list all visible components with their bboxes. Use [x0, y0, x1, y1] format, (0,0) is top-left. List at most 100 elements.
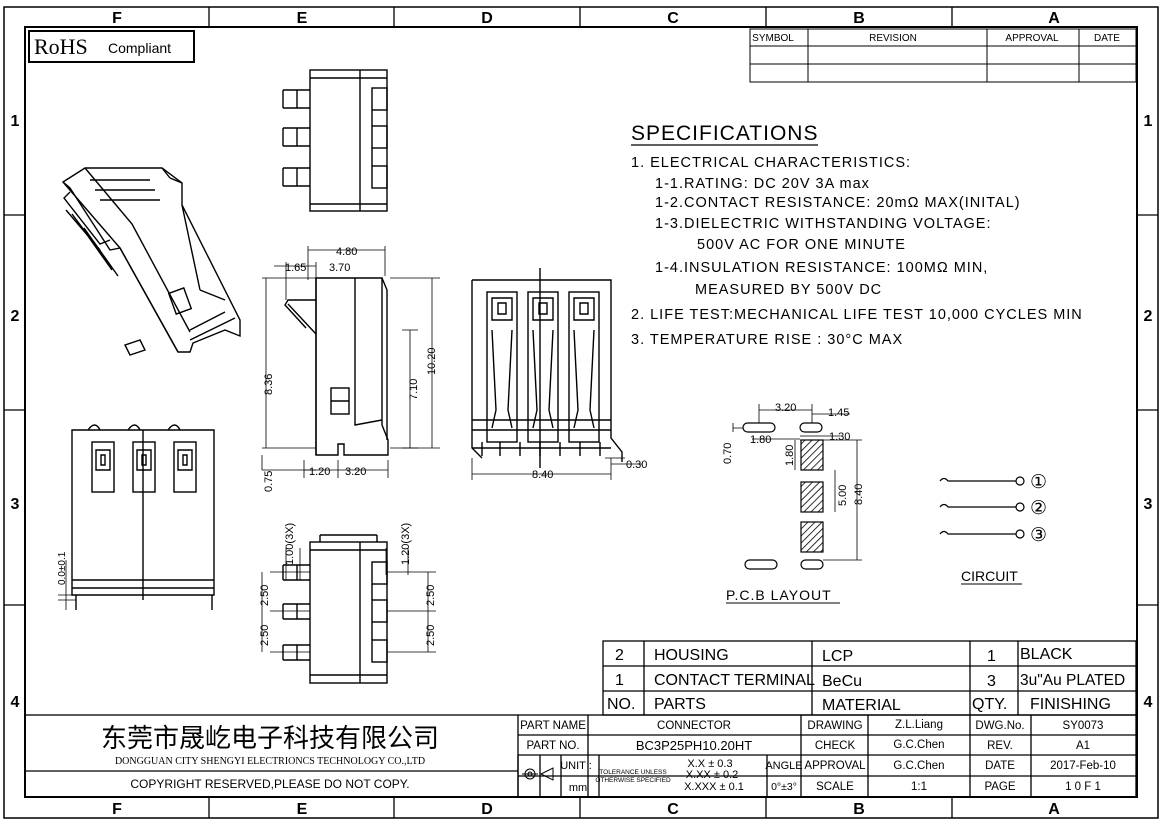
dim-text: 8.40	[853, 484, 865, 505]
pcb-pads	[800, 439, 824, 553]
bottom-view	[282, 534, 388, 684]
dim-text: 1.65	[285, 262, 306, 274]
part-no-label: PART NO.	[526, 740, 579, 752]
dim-text: 1.20	[309, 466, 330, 478]
circuit-diagram	[939, 476, 1025, 539]
dim-text: 0.75	[263, 471, 275, 492]
unit-value: mm	[569, 782, 587, 794]
specifications: SPECIFICATIONS 1. ELECTRICAL CHARACTERIS…	[631, 122, 1082, 348]
company-name-en: DONGGUAN CITY SHENGYI ELECTRIONCS TECHNO…	[115, 756, 425, 767]
dim-text: 1.80	[784, 445, 796, 466]
spec-line: 1-4.INSULATION RESISTANCE: 100MΩ MIN,	[655, 260, 988, 276]
frame-column-labels: F E D C B A F E D C B A	[112, 10, 1060, 818]
company-name-cn: 东莞市晟屹电子科技有限公司	[101, 724, 439, 753]
col-label: F	[112, 801, 122, 818]
bom-header: PARTS	[654, 696, 706, 713]
col-label: E	[297, 10, 308, 27]
pin-label: ③	[1030, 525, 1047, 546]
tolerance-label: TOLERANCE UNLESS	[599, 769, 667, 776]
row-label: 1	[11, 113, 20, 130]
rev-header-symbol: SYMBOL	[752, 33, 794, 44]
bom-material: LCP	[822, 648, 853, 665]
dim-text: 0.70	[722, 443, 734, 464]
bom-part: CONTACT TERMINAL	[654, 672, 815, 689]
dim-text: 10.20	[426, 347, 438, 375]
dim-text: 8.36	[263, 374, 275, 395]
drawing-value: Z.L.Liang	[895, 719, 943, 731]
col-label: E	[297, 801, 308, 818]
rev-label: REV.	[987, 740, 1013, 752]
unit-label: UNIT :	[560, 760, 592, 772]
bom-qty: 1	[987, 648, 996, 665]
row-label: 1	[1144, 113, 1153, 130]
dim-text: 2.50	[259, 625, 271, 646]
dim-text: 0.30	[626, 459, 647, 471]
angle-value: 0°±3°	[771, 781, 797, 793]
col-label: B	[853, 801, 865, 818]
side-view	[284, 277, 389, 456]
front-view-dims	[471, 457, 642, 480]
angle-label: ANGLE	[765, 760, 802, 772]
row-label: 3	[11, 496, 20, 513]
page-label: PAGE	[984, 781, 1015, 793]
spec-line: 1-1.RATING: DC 20V 3A max	[655, 176, 870, 192]
spec-line: 1. ELECTRICAL CHARACTERISTICS:	[631, 155, 911, 171]
spec-line: 3. TEMPERATURE RISE : 30°C MAX	[631, 332, 903, 348]
page-value: 1 0 F 1	[1065, 781, 1101, 793]
rohs-text: RoHS	[34, 34, 88, 59]
bom-finishing: 3u"Au PLATED	[1020, 672, 1125, 689]
pcb-dims	[732, 404, 862, 561]
part-name-label: PART NAME	[520, 720, 586, 732]
scale-value: 1:1	[911, 781, 927, 793]
circuit-label: CIRCUIT	[961, 568, 1018, 584]
row-label: 3	[1144, 496, 1153, 513]
row-label: 4	[1144, 694, 1153, 711]
copyright-notice: COPYRIGHT RESERVED,PLEASE DO NOT COPY.	[130, 777, 409, 791]
side-view-dim-text: 4.80 1.65 3.70 8.36 7.10 10.20 0.75 1.20…	[263, 246, 438, 492]
spec-line: 1-2.CONTACT RESISTANCE: 20mΩ MAX(INITAL)	[655, 195, 1021, 211]
dwgno-label: DWG.No.	[975, 720, 1024, 732]
bom-header: NO.	[607, 696, 635, 713]
bom-finishing: BLACK	[1020, 646, 1073, 663]
dim-text: 1.80	[750, 434, 771, 446]
col-label: F	[112, 10, 122, 27]
dim-text: 1.00(3X)	[284, 523, 296, 565]
bom-header: MATERIAL	[822, 697, 901, 714]
dim-text: 1.45	[828, 407, 849, 419]
col-label: D	[481, 801, 493, 818]
dim-text: 2.50	[259, 585, 271, 606]
dwgno-value: SY0073	[1063, 720, 1104, 732]
part-name-value: CONNECTOR	[657, 720, 731, 732]
frame-row-labels: 1 2 3 4 1 2 3 4	[11, 113, 1153, 711]
specs-title: SPECIFICATIONS	[631, 122, 818, 145]
dim-text: 0.0±0.1	[57, 551, 68, 585]
col-label: C	[667, 801, 679, 818]
bom-header: FINISHING	[1030, 696, 1111, 713]
drawing-label: DRAWING	[807, 720, 862, 732]
bom-table: 2 HOUSING LCP 1 BLACK 1 CONTACT TERMINAL…	[602, 640, 1137, 716]
rohs-badge: RoHS Compliant	[28, 30, 195, 63]
part-no-value: BC3P25PH10.20HT	[636, 738, 752, 753]
pin-label: ②	[1030, 498, 1047, 519]
dim-text: 2.50	[425, 625, 437, 646]
col-label: B	[853, 10, 865, 27]
approval-label: APPROVAL	[804, 760, 866, 772]
tolerance-value: X.XX ± 0.2	[686, 769, 739, 781]
title-block-fields: PART NAME CONNECTOR PART NO. BC3P25PH10.…	[520, 719, 1116, 794]
date-label: DATE	[985, 760, 1015, 772]
bom-material: BeCu	[822, 673, 862, 690]
row-label: 2	[1144, 308, 1153, 325]
side-view-dims	[261, 246, 440, 478]
company-block: 东莞市晟屹电子科技有限公司 DONGGUAN CITY SHENGYI ELEC…	[101, 724, 439, 791]
row-label: 4	[11, 694, 20, 711]
check-label: CHECK	[815, 740, 856, 752]
rev-value: A1	[1076, 740, 1090, 752]
compliant-text: Compliant	[108, 40, 171, 56]
bottom-view-dims	[261, 548, 436, 653]
check-value: G.C.Chen	[893, 739, 944, 751]
revision-table: SYMBOL REVISION APPROVAL DATE	[749, 28, 1137, 83]
dim-text: 5.00	[837, 485, 849, 506]
spec-line: MEASURED BY 500V DC	[695, 282, 882, 298]
rev-header-revision: REVISION	[869, 33, 917, 44]
